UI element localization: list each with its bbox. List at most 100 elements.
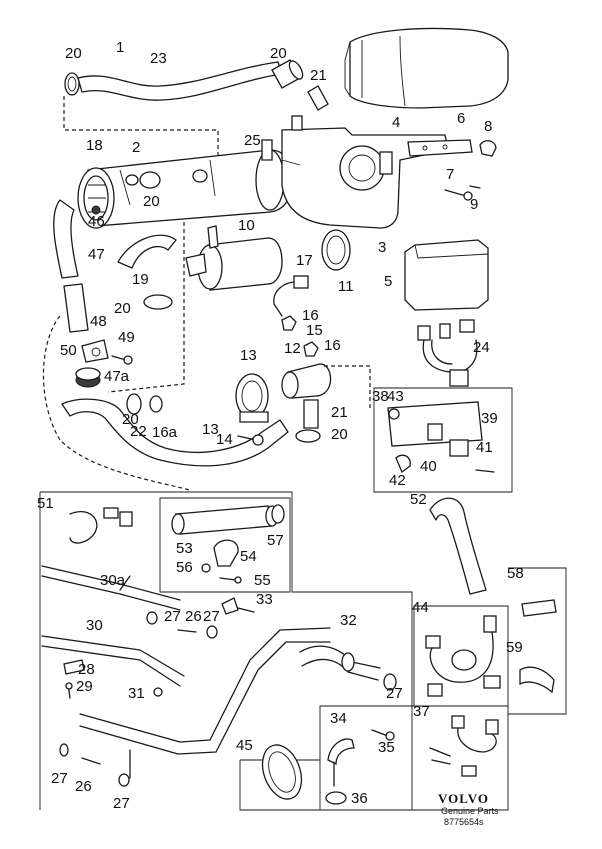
label-1: 1 <box>116 39 124 56</box>
brand-block: VOLVO Genuine Parts 8775654s <box>438 791 499 827</box>
sensor-34 <box>327 738 355 787</box>
label-4: 4 <box>392 114 400 131</box>
clip-59 <box>519 666 555 694</box>
label-52: 52 <box>410 491 427 508</box>
label-27-d: 27 <box>51 770 68 787</box>
label-48: 48 <box>90 313 107 330</box>
clamp-36 <box>325 791 347 805</box>
label-15: 15 <box>306 322 323 339</box>
nut-16-b <box>303 341 319 357</box>
clip-58 <box>521 599 557 617</box>
holder-13 <box>235 373 269 423</box>
label-20-d: 20 <box>114 300 131 317</box>
label-40: 40 <box>420 458 437 475</box>
label-2: 2 <box>132 139 140 156</box>
label-30a: 30a <box>100 572 126 589</box>
label-30: 30 <box>86 617 103 634</box>
hose-23 <box>77 61 283 101</box>
sensor-17 <box>273 275 309 317</box>
label-26-a: 26 <box>185 608 202 625</box>
clamp-27-right <box>383 673 397 691</box>
label-41: 41 <box>476 439 493 456</box>
bracket-33 <box>221 597 255 615</box>
bracket-3 <box>281 115 449 229</box>
label-29: 29 <box>76 678 93 695</box>
label-57: 57 <box>267 532 284 549</box>
label-27-a: 27 <box>164 608 181 625</box>
label-6: 6 <box>457 110 465 127</box>
heater-body <box>77 149 293 229</box>
label-19: 19 <box>132 271 149 288</box>
label-13-b: 13 <box>202 421 219 438</box>
pipe-48 <box>63 283 89 333</box>
label-47a: 47a <box>104 368 130 385</box>
label-47: 47 <box>88 246 105 263</box>
label-37: 37 <box>413 703 430 720</box>
label-46: 46 <box>88 213 105 230</box>
label-18: 18 <box>86 137 103 154</box>
frame-34-37 <box>319 705 509 811</box>
leader-middle <box>107 222 185 393</box>
pipe-32 <box>299 645 381 681</box>
heater-cover <box>344 27 509 109</box>
bottom-pipe-main <box>79 627 331 779</box>
leader-pump <box>324 365 371 408</box>
label-55: 55 <box>254 572 271 589</box>
pump-12 <box>281 363 332 399</box>
screw-29 <box>65 682 73 699</box>
brand-subtitle: Genuine Parts <box>441 806 499 816</box>
clamp-20-mid2 <box>295 429 321 443</box>
label-42: 42 <box>389 472 406 489</box>
label-14: 14 <box>216 431 233 448</box>
box-38-43 <box>373 387 513 493</box>
leader-top-left <box>63 96 219 168</box>
label-16-b: 16 <box>324 337 341 354</box>
harness-24 <box>417 319 478 387</box>
label-5: 5 <box>384 273 392 290</box>
label-24: 24 <box>473 339 490 356</box>
spring-47a <box>75 367 101 388</box>
label-20-c: 20 <box>143 193 160 210</box>
label-51: 51 <box>37 495 54 512</box>
label-31: 31 <box>128 685 145 702</box>
label-16-a: 16 <box>302 307 319 324</box>
label-35: 35 <box>378 739 395 756</box>
harness-44 <box>425 615 501 697</box>
leader-left <box>42 315 191 491</box>
label-39: 39 <box>481 410 498 427</box>
screws-7-9 <box>444 185 481 201</box>
label-21-a: 21 <box>310 67 327 84</box>
hose-52 <box>429 497 487 595</box>
label-38: 38 <box>372 388 389 405</box>
label-28: 28 <box>78 661 95 678</box>
label-20-a: 20 <box>65 45 82 62</box>
bracket-50 <box>81 339 109 363</box>
hose-connector-20-top <box>271 59 304 89</box>
screw-55 <box>219 576 242 584</box>
pipe-21-mid <box>303 399 319 429</box>
label-16a: 16a <box>152 424 178 441</box>
harness-37 <box>429 715 499 777</box>
callout-labels: 20 1 23 20 21 4 6 8 25 18 2 7 9 20 46 10… <box>37 39 524 812</box>
brand-logo: VOLVO <box>438 791 489 806</box>
label-32: 32 <box>340 612 357 629</box>
label-34: 34 <box>330 710 347 727</box>
frame-53-57 <box>159 497 291 593</box>
pipe-25 <box>261 139 273 161</box>
label-13-a: 13 <box>240 347 257 364</box>
label-50: 50 <box>60 342 77 359</box>
label-26-b: 26 <box>75 778 92 795</box>
label-9: 9 <box>470 196 478 213</box>
pipe-21-top <box>307 85 329 111</box>
clamp-20-top-left <box>64 72 80 96</box>
label-59: 59 <box>506 639 523 656</box>
clamp-16a <box>149 395 163 413</box>
nut-16-a <box>281 315 297 331</box>
label-53: 53 <box>176 540 193 557</box>
clamp-54 <box>213 539 239 567</box>
pipe-53 <box>171 505 279 535</box>
label-25: 25 <box>244 132 261 149</box>
label-49: 49 <box>118 329 135 346</box>
nut-56 <box>201 563 211 573</box>
clamp-20-22 <box>126 393 142 415</box>
